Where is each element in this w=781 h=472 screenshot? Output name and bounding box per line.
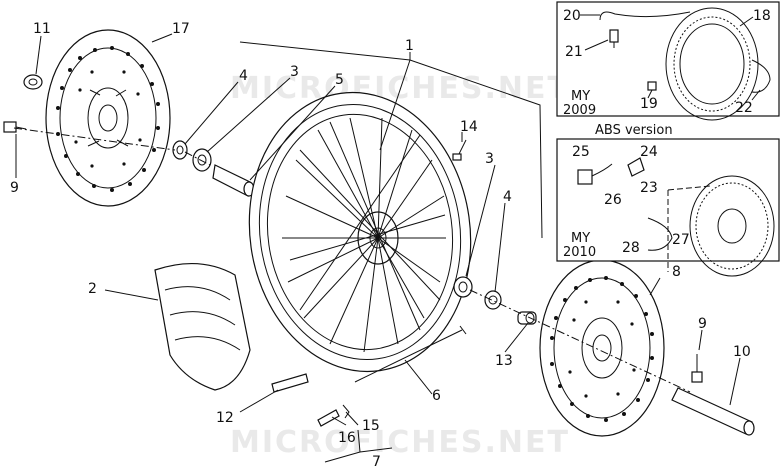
callout-10: 10 [733,344,751,360]
axle-part-10 [671,387,755,436]
valve-clip-part-15 [342,404,350,419]
callout-18: 18 [753,8,771,24]
abs-2010-my-label: MY [571,231,590,246]
callout-11: 11 [33,21,51,37]
screw-part-14 [452,139,467,161]
callout-3-left: 3 [290,64,299,80]
bolt-part-9-left [3,121,27,133]
callout-8: 8 [672,264,681,280]
callout-14: 14 [460,119,478,135]
callout-23: 23 [640,180,658,196]
callout-26: 26 [604,192,622,208]
axis-lines [13,127,691,393]
abs-2010-panel: 23 24 25 26 27 28 MY 2010 [556,138,780,277]
spacer-part-4-right [484,290,502,310]
bearing-part-3-right [453,276,473,298]
callout-2: 2 [88,281,97,297]
valve-part-16 [317,409,340,427]
right-brake-disc [539,259,665,437]
callout-22: 22 [735,100,753,116]
callout-15: 15 [362,418,380,434]
callout-3-right: 3 [485,151,494,167]
balance-weight-part-12 [271,373,309,393]
watermark-top: MICROFICHES.NET [230,71,570,106]
callout-25: 25 [572,144,590,160]
callout-20: 20 [563,8,581,24]
callout-24: 24 [640,144,658,160]
abs-2010-year: 2010 [563,245,596,260]
callout-17: 17 [172,21,190,37]
abs-2009-my-label: MY [571,89,590,104]
left-brake-disc [45,29,171,207]
callout-7: 7 [372,454,381,470]
tyre-part-2 [154,263,251,391]
callout-12: 12 [216,410,234,426]
callout-28: 28 [622,240,640,256]
callout-16: 16 [338,430,356,446]
callout-6: 6 [432,388,441,404]
callout-1: 1 [405,38,414,54]
callout-27: 27 [672,232,690,248]
abs-2009-panel: 18 19 20 21 22 MY 2009 [556,1,780,121]
callout-19: 19 [640,96,658,112]
spacer-part-13 [517,311,537,325]
callout-9-left: 9 [10,180,19,196]
callout-4-right: 4 [503,189,512,205]
callout-9-right: 9 [698,316,707,332]
bearing-part-3-left [192,148,212,172]
spoke-part-6 [354,325,467,383]
bolt-part-9-right [691,354,703,383]
abs-version-title: ABS version [595,123,673,138]
axle-sleeve-part-5 [212,164,255,197]
callout-5: 5 [335,72,344,88]
callout-13: 13 [495,353,513,369]
watermark-bottom: MICROFICHES.NET [230,425,570,460]
callout-21: 21 [565,44,583,60]
spoked-wheel [248,91,472,373]
nut-part-11 [23,74,43,90]
abs-2009-year: 2009 [563,103,596,118]
leader-lines [15,33,741,463]
callout-4-left: 4 [239,68,248,84]
